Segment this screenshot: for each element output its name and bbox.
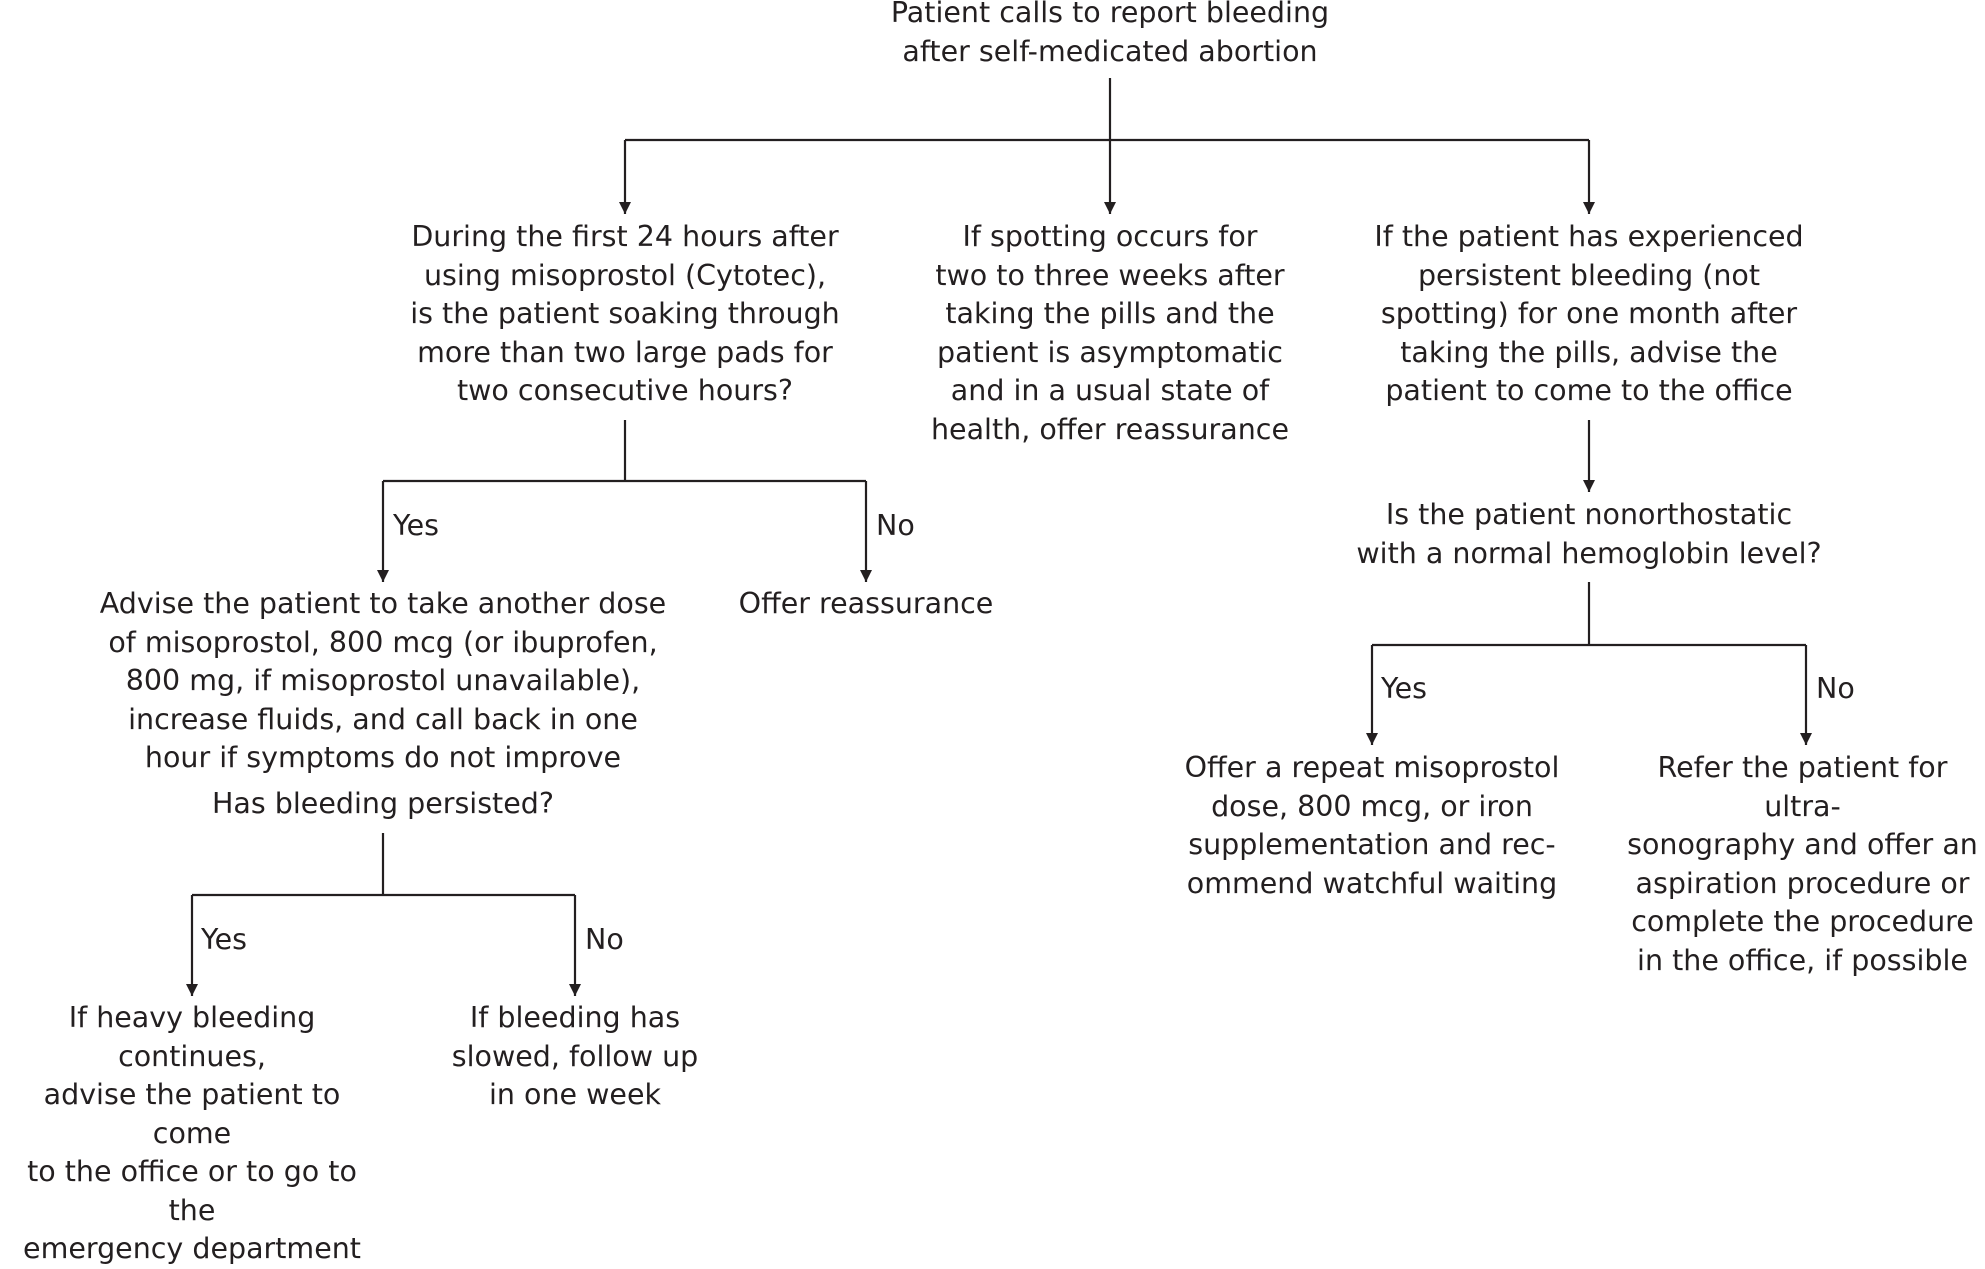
label-yes-persisted: Yes [201,923,248,956]
label-yes-first24: Yes [393,509,440,542]
node-repeat-dose: Offer a repeat misoprostol dose, 800 mcg… [1184,751,1560,900]
node-nonorthostatic: Is the patient nonorthostatic with a nor… [1356,498,1822,570]
label-no-first24: No [876,509,915,542]
label-yes-nonorthostatic: Yes [1381,672,1428,705]
node-refer: Refer the patient for ultra- sonography … [1627,751,1978,977]
node-spotting: If spotting occurs for two to three week… [930,220,1290,446]
node-advise-dose: Advise the patient to take another dose … [99,587,667,774]
node-offer-reassurance: Offer reassurance [738,587,994,620]
node-heavy-continues: If heavy bleeding continues, advise the … [23,1001,361,1265]
flowchart-connectors [186,78,1812,996]
node-first24: During the first 24 hours after using mi… [410,220,840,407]
label-no-nonorthostatic: No [1816,672,1855,705]
label-no-persisted: No [585,923,624,956]
node-slowed: If bleeding has slowed, follow up in one… [451,1001,699,1111]
node-persistent: If the patient has experienced persisten… [1374,220,1804,407]
node-root: Patient calls to report bleeding after s… [890,0,1330,68]
node-bleeding-persisted: Has bleeding persisted? [212,787,554,820]
